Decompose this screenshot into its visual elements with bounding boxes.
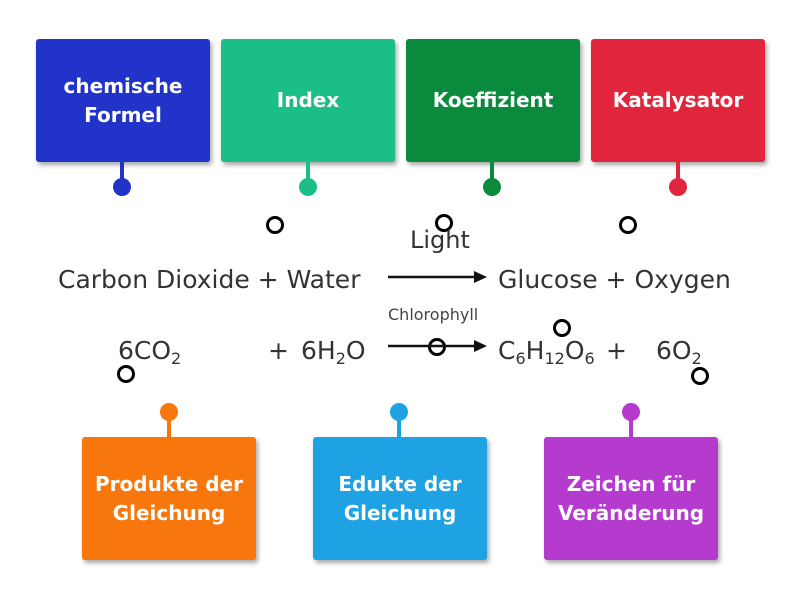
drop-target-hole-2[interactable] [435,214,453,232]
anchor-dot [160,403,178,421]
index-o2: 2 [691,349,702,368]
index-o6: 6 [584,349,595,368]
coefficient-co2: 6 [118,336,134,365]
connector-stem [120,162,124,180]
label-text-katalysator: Katalysator [612,88,744,112]
anchor-dot [622,403,640,421]
label-text-produkte-der-gleichung: Produkte der Gleichung [95,471,243,525]
label-box-produkte-der-gleichung[interactable]: Produkte der Gleichung [82,437,256,560]
anchor-dot [113,178,131,196]
symbol-c: C [498,336,516,365]
connector-stem [629,419,633,438]
index-co2: 2 [171,349,182,368]
drop-target-hole-1[interactable] [266,216,284,234]
formula-glucose: C6H12O6 [498,336,595,368]
word-equation-reactants: Carbon Dioxide + Water [58,265,361,294]
coefficient-h2o: 6 [301,336,317,365]
index-h12: 12 [544,349,565,368]
drop-target-hole-6[interactable] [117,365,135,383]
plus-sign-reactants: + [268,336,289,365]
word-equation-products: Glucose + Oxygen [498,265,731,294]
drop-target-hole-7[interactable] [691,367,709,385]
reaction-arrow-formula [388,340,487,352]
label-text-index: Index [276,88,340,112]
drop-target-hole-3[interactable] [619,216,637,234]
label-box-katalysator[interactable]: Katalysator [591,39,765,162]
anchor-dot [483,178,501,196]
plus-sign-products: + [606,336,627,365]
anchor-dot [669,178,687,196]
label-text-chemische-formel: chemische Formel [63,73,183,127]
label-text-edukte-der-gleichung: Edukte der Gleichung [338,471,462,525]
condition-light: Light [410,226,470,254]
drop-target-hole-4[interactable] [553,319,571,337]
symbol-h: H [525,336,545,365]
connector-stem [167,419,171,438]
connector-stem [397,419,401,438]
anchor-dot [390,403,408,421]
connector-stem [676,162,680,180]
label-box-chemische-formel[interactable]: chemische Formel [36,39,210,162]
reaction-arrow-word [388,271,487,283]
connector-stem [490,162,494,180]
coefficient-o2: 6 [656,336,672,365]
symbol-co: CO [133,336,172,365]
label-text-koeffizient: Koeffizient [432,88,554,112]
symbol-o: O [564,336,585,365]
symbol-h: H [316,336,336,365]
index-h2o: 2 [335,349,346,368]
label-box-zeichen-fuer-veraenderung[interactable]: Zeichen für Veränderung [544,437,718,560]
formula-h2o: 6H2O [301,336,366,368]
formula-co2: 6CO2 [118,336,182,368]
condition-chlorophyll: Chlorophyll [388,305,479,324]
label-text-zeichen-fuer-veraenderung: Zeichen für Veränderung [557,471,705,525]
label-box-koeffizient[interactable]: Koeffizient [406,39,580,162]
anchor-dot [299,178,317,196]
label-box-index[interactable]: Index [221,39,395,162]
formula-o2: 6O2 [656,336,702,368]
connector-stem [306,162,310,180]
index-c6: 6 [515,349,526,368]
symbol-o: O [345,336,366,365]
symbol-o: O [671,336,692,365]
label-box-edukte-der-gleichung[interactable]: Edukte der Gleichung [313,437,487,560]
